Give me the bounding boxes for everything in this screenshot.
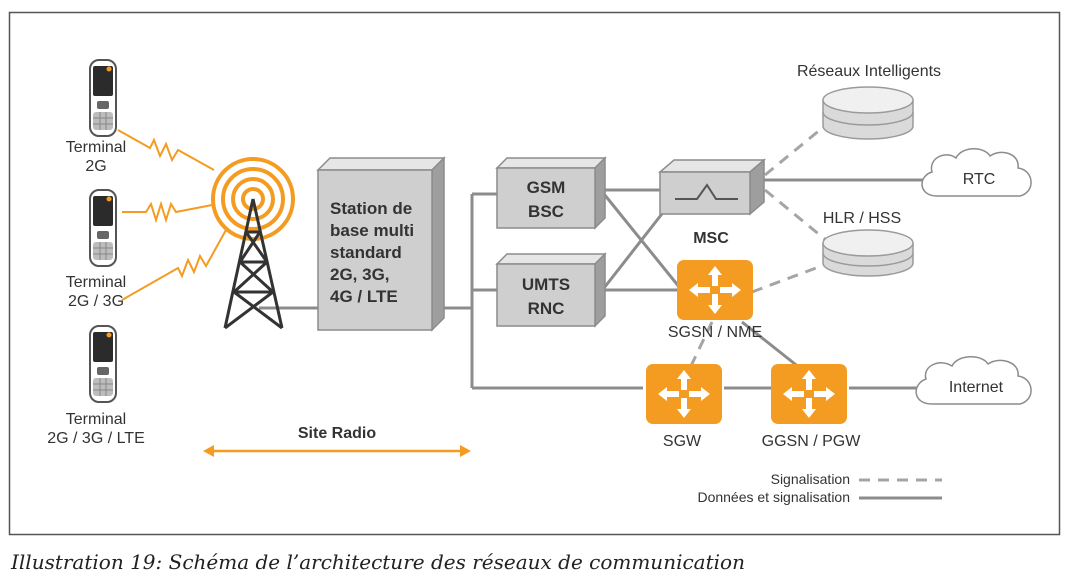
rtc-cloud: RTC <box>921 148 1032 197</box>
legend-signalisation-label: Signalisation <box>771 471 850 487</box>
rtc-label: RTC <box>963 171 996 188</box>
arrow-right-icon <box>460 445 471 457</box>
intelligent-networks-label: Réseaux Intelligents <box>797 63 941 80</box>
terminal-type: 2G / 3G / LTE <box>47 430 145 447</box>
switch-icon <box>675 183 738 200</box>
sgsn-label: SGSN / NME <box>668 324 762 341</box>
phone-icon <box>89 189 117 267</box>
cloud-icon <box>915 356 1032 405</box>
bsc-label: BSC <box>528 202 564 221</box>
terminal-label: Terminal <box>66 139 126 156</box>
umts-label: UMTS <box>522 275 570 294</box>
site-radio: Site Radio <box>203 425 471 457</box>
msc-switch: MSC <box>657 158 767 247</box>
base-station-line: standard <box>330 243 402 262</box>
base-station-line: 4G / LTE <box>330 287 398 306</box>
ggsn-label: GGSN / PGW <box>762 433 862 450</box>
base-station-box: Station de base multi standard 2G, 3G, 4… <box>316 156 446 332</box>
terminal-2g-3g-lte: Terminal 2G / 3G / LTE <box>47 325 145 447</box>
terminal-label: Terminal <box>66 274 126 291</box>
sgw-label: SGW <box>663 433 702 450</box>
phone-icon <box>89 59 117 137</box>
router-icon <box>771 364 847 424</box>
figure-border <box>8 11 1061 536</box>
radio-links <box>117 129 227 301</box>
base-station-line: Station de <box>330 199 412 218</box>
antenna-icon <box>211 157 295 330</box>
terminal-type: 2G <box>85 158 106 175</box>
intelligent-networks-db: Réseaux Intelligents <box>797 63 941 140</box>
rnc-label: RNC <box>528 299 565 318</box>
msc-label: MSC <box>693 230 729 247</box>
gsm-bsc-box: GSM BSC <box>495 156 607 230</box>
phone-icon <box>89 325 117 403</box>
data-links <box>259 178 926 390</box>
sgsn-router: SGSN / NME <box>668 260 762 341</box>
terminal-label: Terminal <box>66 411 126 428</box>
sgw-router: SGW <box>646 364 722 450</box>
hlr-label: HLR / HSS <box>823 210 901 227</box>
figure-caption: Illustration 19: Schéma de l’architectur… <box>10 550 745 574</box>
terminal-type: 2G / 3G <box>68 293 124 310</box>
router-icon <box>677 260 753 320</box>
terminal-2g-3g: Terminal 2G / 3G <box>66 189 126 310</box>
terminal-2g: Terminal 2G <box>66 59 126 175</box>
legend: Signalisation Données et signalisation <box>697 471 942 505</box>
umts-rnc-box: UMTS RNC <box>495 252 607 328</box>
ggsn-router: GGSN / PGW <box>762 364 862 450</box>
legend-data-label: Données et signalisation <box>697 489 850 505</box>
base-station-line: base multi <box>330 221 414 240</box>
internet-label: Internet <box>949 379 1004 396</box>
cloud-icon <box>921 148 1032 197</box>
site-radio-label: Site Radio <box>298 425 376 442</box>
gsm-label: GSM <box>527 178 566 197</box>
hlr-hss-db: HLR / HSS <box>822 210 914 277</box>
router-icon <box>646 364 722 424</box>
arrow-left-icon <box>203 445 214 457</box>
base-station-line: 2G, 3G, <box>330 265 390 284</box>
signalling-links <box>688 118 833 369</box>
internet-cloud: Internet <box>915 356 1032 405</box>
